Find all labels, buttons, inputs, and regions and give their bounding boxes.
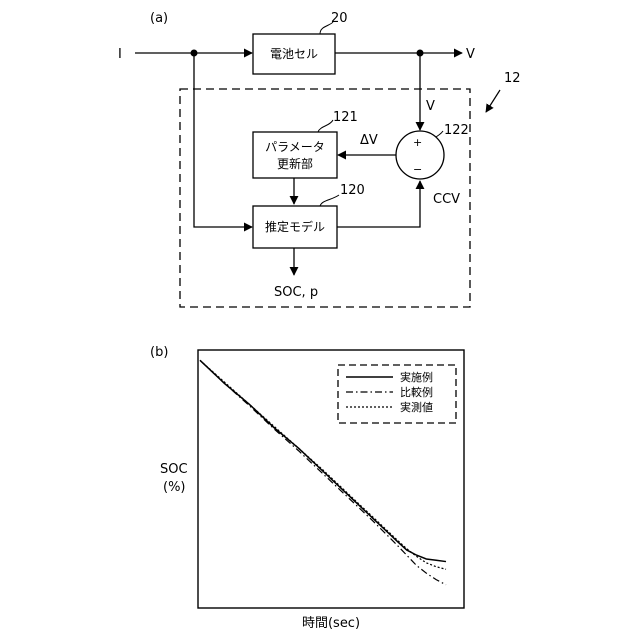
estimation-model-ref: 120 [340, 183, 365, 198]
panel-b-label: (b) [150, 345, 168, 360]
comparator-leader [436, 131, 443, 137]
y-axis-label-line1: SOC [160, 462, 188, 477]
system-ref: 12 [504, 71, 521, 86]
parameter-update-label-1: パラメータ [265, 140, 325, 154]
input-to-model-arrow [194, 53, 252, 227]
output-voltage-label: V [466, 47, 475, 62]
chart-legend-box [338, 365, 456, 423]
comparator-plus: + [413, 136, 422, 149]
legend-label-3: 実測値 [400, 400, 433, 414]
panel-b-chart: (b) SOC (%) 時間(sec) 実施例比較例実測値 [150, 345, 464, 631]
delta-v-label: ΔV [360, 133, 378, 148]
system-boundary-dashed [180, 89, 470, 307]
parameter-update-label-2: 更新部 [277, 156, 313, 171]
battery-cell-leader [320, 22, 333, 34]
legend-label-1: 実施例 [400, 370, 433, 384]
parameter-update-block [253, 132, 337, 178]
soc-output-label: SOC, p [274, 285, 318, 300]
panel-a-label: (a) [150, 11, 168, 26]
input-current-label: I [118, 47, 122, 62]
parameter-update-leader [318, 120, 333, 132]
battery-cell-label: 電池セル [270, 47, 318, 61]
comparator-ref: 122 [444, 123, 469, 138]
panel-a-block-diagram: (a) I 電池セル 20 V 12 V + − 122 CCV ΔV パラメ [118, 11, 521, 307]
comparator-minus: − [413, 163, 422, 176]
legend-label-2: 比較例 [400, 385, 433, 399]
parameter-update-ref: 121 [333, 110, 358, 125]
battery-cell-ref: 20 [331, 11, 348, 26]
x-axis-label: 時間(sec) [302, 616, 360, 631]
estimation-model-leader [320, 195, 339, 206]
measured-voltage-label: V [426, 99, 435, 114]
y-axis-label-line2: (%) [163, 480, 186, 495]
system-ref-arrow [486, 90, 500, 112]
ccv-label: CCV [433, 192, 460, 207]
estimation-model-label: 推定モデル [265, 219, 325, 234]
